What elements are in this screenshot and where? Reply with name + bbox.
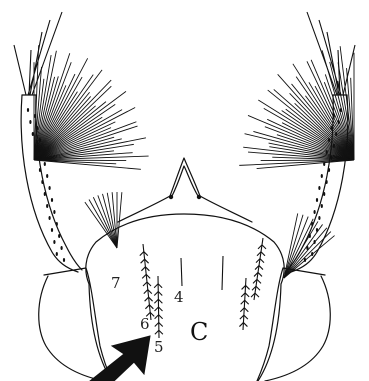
- fan-left: [34, 45, 149, 169]
- antenna-dot: [323, 192, 325, 196]
- seta-right-lower-barb: [246, 285, 250, 289]
- seta-right-upper-barb: [262, 245, 266, 249]
- seta-6-barb: [141, 267, 145, 271]
- antenna-dot: [29, 120, 31, 124]
- seta-6-barb: [142, 274, 146, 278]
- antenna-dot: [318, 216, 320, 220]
- seta-right-lower-barb: [244, 315, 248, 319]
- antenna-dot: [27, 108, 29, 112]
- antenna-dot: [49, 186, 51, 190]
- seta-6-barb: [144, 290, 148, 294]
- antenna-dot: [61, 246, 63, 250]
- fan-bristle: [286, 109, 354, 160]
- label-seta-6: 6: [140, 317, 150, 332]
- antenna-dot: [49, 216, 51, 220]
- seta-4: [181, 258, 182, 286]
- antenna-dot: [314, 210, 316, 214]
- antenna-dot: [51, 228, 53, 232]
- antenna-dot: [44, 192, 46, 196]
- labrum-joint-right: [197, 195, 200, 198]
- brush-bristle: [284, 217, 308, 278]
- seta-5-barb: [154, 299, 158, 303]
- antenna-dot: [56, 252, 58, 256]
- seta-6-barb: [141, 259, 145, 263]
- brush-bristle: [85, 202, 117, 248]
- antenna-dot: [63, 258, 65, 262]
- antenna-dot: [53, 210, 55, 214]
- label-seta-7: 7: [111, 276, 121, 291]
- antenna-dot: [46, 174, 48, 178]
- seta-5-barb: [155, 307, 159, 311]
- antenna-dot: [318, 186, 320, 190]
- seta-right-upper-barb: [255, 293, 259, 297]
- antenna-texture: [27, 108, 342, 262]
- antenna-dot: [39, 168, 41, 172]
- label-region-c: C: [190, 320, 208, 344]
- antenna-dot: [58, 234, 60, 238]
- antenna-dot: [326, 180, 328, 184]
- seta-right-lower-barb: [245, 293, 249, 297]
- antenna-dot: [328, 168, 330, 172]
- seta-right-upper-barb: [256, 286, 260, 290]
- label-seta-5: 5: [154, 340, 164, 355]
- brush-left: [85, 192, 122, 248]
- seta-right-upper-barb: [258, 272, 262, 276]
- antenna-dot: [321, 204, 323, 208]
- capsule-inner-left: [44, 268, 112, 381]
- labrum-ridge: [118, 196, 252, 222]
- seta-right-upper-barb: [260, 259, 264, 263]
- seta-right-lower-barb: [245, 300, 249, 304]
- seta-5-barb: [154, 292, 158, 296]
- antenna-tip-setae: [14, 12, 355, 95]
- antenna-dot: [46, 204, 48, 208]
- fan-bristle: [34, 91, 126, 160]
- antenna-dot: [316, 198, 318, 202]
- antenna-dot: [53, 240, 55, 244]
- seta-right-upper-barb: [257, 279, 261, 283]
- head-capsule-outline: [39, 276, 331, 381]
- fan-bristle: [261, 160, 354, 161]
- fan-bristle: [34, 160, 141, 169]
- label-seta-4: 4: [174, 290, 184, 305]
- brush-right: [284, 213, 335, 278]
- seta-5-barb: [155, 330, 159, 334]
- seta-simple-right: [222, 256, 223, 290]
- seta-6-barb: [140, 252, 144, 256]
- seta-6-barb: [143, 282, 147, 286]
- seta-right-lower-barb: [243, 323, 247, 327]
- seta-5-barb: [154, 284, 158, 288]
- antenna-dot: [41, 180, 43, 184]
- seta-5-barb: [155, 323, 159, 327]
- antenna-dot: [44, 162, 46, 166]
- fan-right: [239, 46, 354, 168]
- brush-bristle: [98, 195, 117, 248]
- seta-6-barb: [145, 305, 149, 309]
- labrum-joint-left: [169, 195, 172, 198]
- seta-right-upper-barb: [259, 266, 263, 270]
- antenna-dot: [51, 198, 53, 202]
- seta-right-upper-barb: [261, 252, 265, 256]
- seta-5-barb: [155, 315, 159, 319]
- antenna-dot: [56, 222, 58, 226]
- seta-6-barb: [145, 297, 149, 301]
- antenna-dot: [321, 174, 323, 178]
- seta-right-lower-barb: [244, 308, 248, 312]
